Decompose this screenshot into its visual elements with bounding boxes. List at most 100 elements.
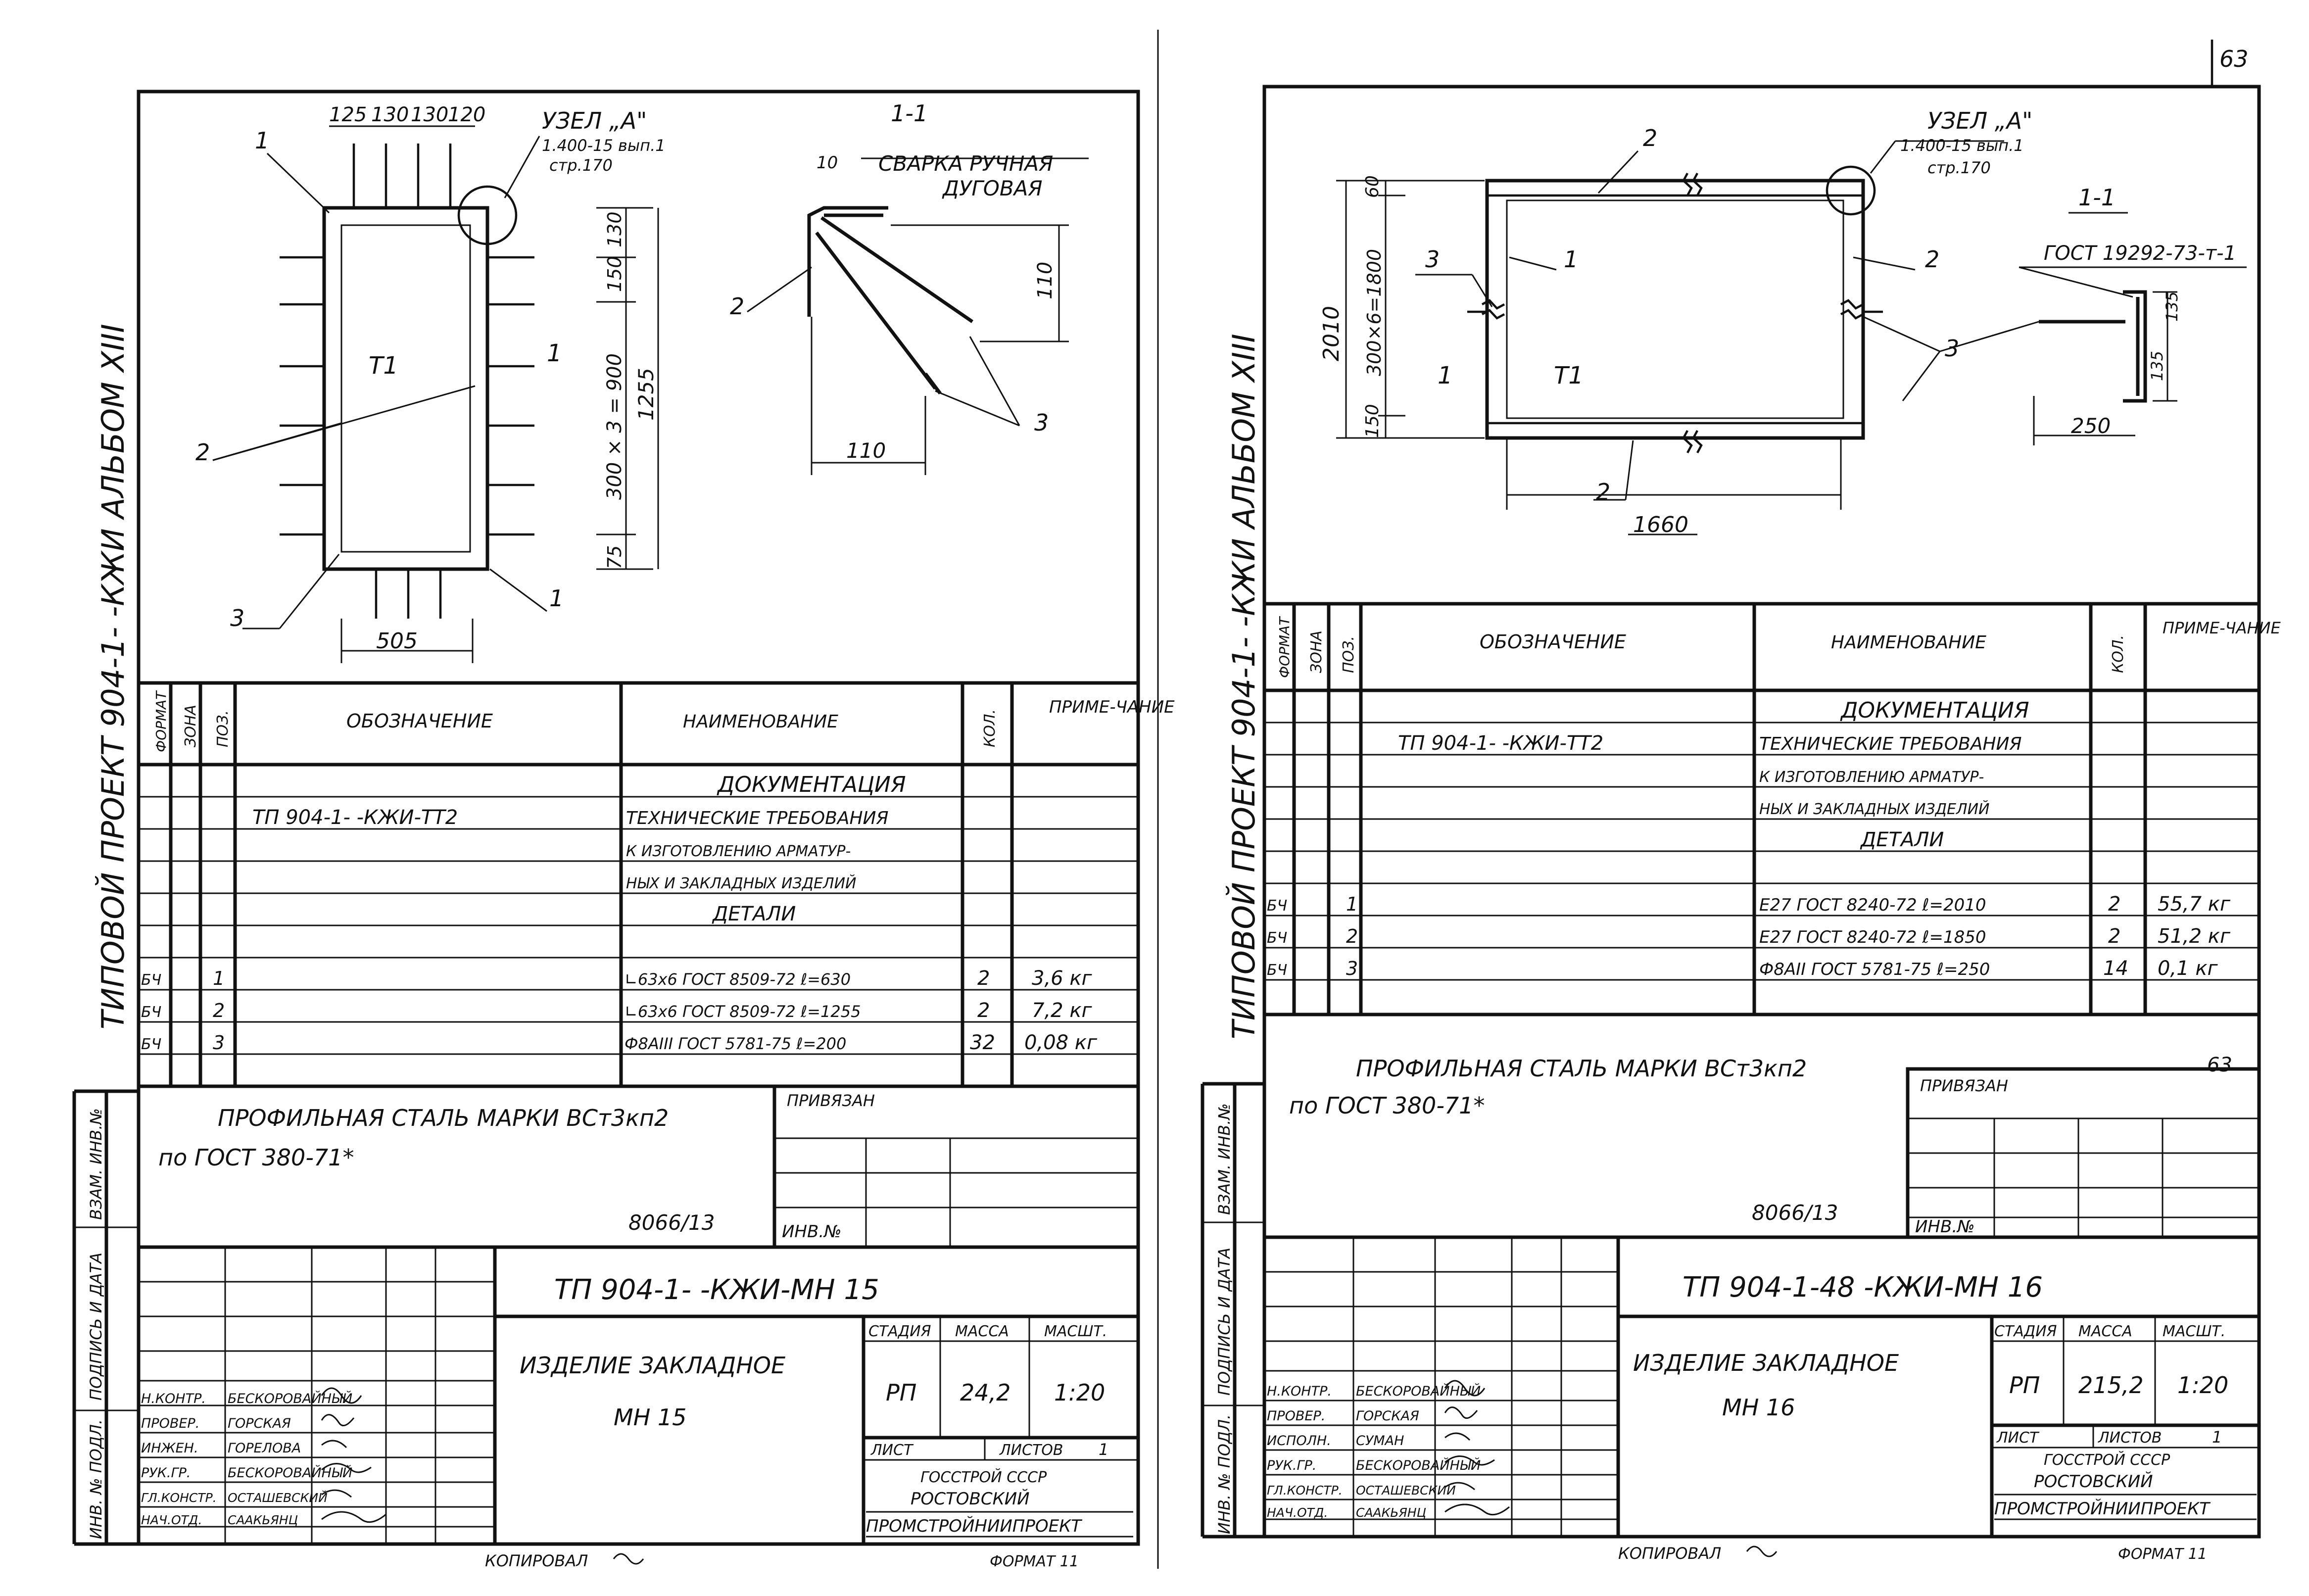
drawing-stroke — [1481, 299, 1505, 310]
left-stamp-title1-text: ИЗДЕЛИЕ ЗАКЛАДНОЕ — [520, 1352, 785, 1379]
right-table-rows-2-name-text: Ф8АII ГОСТ 5781-75 ℓ=250 — [1759, 960, 1990, 979]
left-stamp-sheets-text: 1 — [1099, 1440, 1108, 1459]
right-drawing-pos-1-text: 3 — [1425, 246, 1440, 273]
drawing-stroke — [820, 216, 973, 323]
left-table-doc-desig-text: ТП 904-1- -КЖИ-ТТ2 — [252, 806, 458, 829]
right-stamp-stage-h-text: СТАДИЯ — [1994, 1323, 2057, 1340]
right-table-rows-1-note-text: 51,2 кг — [2158, 925, 2231, 948]
right-stamp-sheets-text: 1 — [2212, 1428, 2222, 1447]
left-stamp-names-3-text: БЕСКОРОВАЙНЫЙ — [228, 1465, 352, 1481]
left-section-weld1-text: СВАРКА РУЧНАЯ — [878, 151, 1053, 176]
right-title-block: Н.КОНТР. ПРОВЕР. ИСПОЛН. РУК.ГР. ГЛ.КОНС… — [1264, 1235, 2259, 1537]
right-table-doc-lines-2-text: НЫХ И ЗАКЛАДНЫХ ИЗДЕЛИЙ — [1759, 800, 1989, 818]
left-drawing-dim-total-text: 1255 — [634, 368, 658, 421]
right-stamp-roles-5-text: НАЧ.ОТД. — [1267, 1505, 1328, 1520]
right-stamp-names-1-text: ГОРСКАЯ — [1356, 1408, 1419, 1424]
left-stamp-roles-4-text: ГЛ.КОНСТР. — [141, 1491, 217, 1505]
left-drawing-dims-top-0-text: 125 — [329, 103, 367, 126]
right-table-rows-0-pos-text: 1 — [1346, 893, 1358, 915]
right-stamp-mass-text: 215,2 — [2078, 1372, 2144, 1399]
right-drawing-node-ref2-text: стр.170 — [1927, 158, 1991, 177]
left-stamp-org3-text: ПРОМСТРОЙНИИПРОЕКТ — [866, 1516, 1082, 1536]
left-section-1-1: 1-1 СВАРКА РУЧНАЯ ДУГОВАЯ 10 110 110 2 — [730, 100, 1089, 475]
right-stamp-roles-2-text: ИСПОЛН. — [1267, 1433, 1331, 1449]
drawing-stroke — [1870, 141, 1896, 174]
left-side-stamps-0-text: ИНВ. № ПОДЛ. — [87, 1419, 105, 1539]
left-drawing-cut-mark-text: 1 — [547, 339, 562, 367]
left-drawing-node-ref2-text: стр.170 — [549, 156, 613, 175]
right-format: ФОРМАТ 11 — [2118, 1546, 2207, 1563]
left-drawing-pos-1-text: 2 — [195, 439, 210, 466]
left-drawing-pos-2-text: 3 — [230, 605, 244, 631]
right-stamp-org3-text: ПРОМСТРОЙНИИПРОЕКТ — [1994, 1499, 2211, 1519]
left-table-doc-lines-1-text: К ИЗГОТОВЛЕНИЮ АРМАТУР- — [626, 843, 851, 860]
left-sheet: ТИПОВОЙ ПРОЕКТ 904-1- -КЖИ АЛЬБОМ XIII — [72, 90, 1175, 1570]
right-stamp-title1-text: ИЗДЕЛИЕ ЗАКЛАДНОЕ — [1633, 1350, 1899, 1376]
left-table-h-name-text: НАИМЕНОВАНИЕ — [683, 712, 838, 732]
right-stamp-names-2-text: СУМАН — [1356, 1433, 1404, 1449]
left-stamp-org2-text: РОСТОВСКИЙ — [911, 1489, 1030, 1509]
left-table-rows-2-name-text: Ф8АIII ГОСТ 5781-75 ℓ=200 — [625, 1034, 846, 1053]
drawing-stroke — [1471, 274, 1493, 307]
drawing-stroke — [924, 372, 942, 395]
right-table-h-pos-text: ПОЗ. — [1340, 636, 1357, 673]
left-stamp-roles-2-text: ИНЖЕН. — [141, 1441, 198, 1456]
left-stamp-scale-h-text: МАСШТ. — [1044, 1323, 1107, 1340]
right-table-h-note-text: ПРИМЕ-ЧАНИЕ — [2163, 619, 2281, 637]
drawing-stroke — [1597, 150, 1639, 194]
left-stamp-names-5-text: СААКЬЯНЦ — [228, 1513, 298, 1527]
drawing-stroke — [1682, 430, 1693, 454]
right-drawing-t1-text: Т1 — [1554, 362, 1584, 389]
drawing-stroke — [1840, 299, 1864, 310]
right-copied: КОПИРОВАЛ — [1618, 1544, 1721, 1563]
left-project-code: ТП 904-1- -КЖИ-МН 15 — [554, 1274, 879, 1306]
right-side-stamps-1-text: ПОДПИСЬ И ДАТА — [1215, 1248, 1234, 1396]
left-table-details-title-text: ДЕТАЛИ — [712, 903, 796, 925]
left-stamp-names-4-text: ОСТАШЕВСКИЙ — [228, 1491, 328, 1505]
right-plan-drawing: УЗЕЛ „А" 1.400-15 вып.1 стр.170 60 300×6… — [1319, 107, 2039, 537]
drawing-stroke — [1506, 199, 1844, 419]
left-privyazan-text: ПРИВЯЗАН — [787, 1091, 875, 1110]
right-note-1: ПРОФИЛЬНАЯ СТАЛЬ МАРКИ ВСт3кп2 — [1356, 1055, 1807, 1082]
left-table-rows-1-qty-text: 2 — [977, 999, 990, 1022]
left-stamp-mass-text: 24,2 — [960, 1379, 1010, 1406]
right-table-details-title-text: ДЕТАЛИ — [1860, 828, 1944, 851]
right-stamp-names-3-text: БЕСКОРОВАЙНЫЙ — [1356, 1457, 1481, 1473]
left-inv-no-text: ИНВ.№ — [782, 1222, 842, 1242]
right-table-rows-0-qty-text: 2 — [2108, 893, 2120, 916]
left-side-title: ТИПОВОЙ ПРОЕКТ 904-1- -КЖИ АЛЬБОМ XIII — [95, 324, 131, 1029]
left-table-rows-2-qty-text: 32 — [970, 1031, 995, 1054]
left-title-block: Н.КОНТР. ПРОВЕР. ИНЖЕН. РУК.ГР. ГЛ.КОНСТ… — [139, 1245, 1138, 1544]
drawing-stroke — [279, 554, 340, 629]
right-side-title: ТИПОВОЙ ПРОЕКТ 904-1- -КЖИ АЛЬБОМ XIII — [1225, 334, 1262, 1039]
right-section-dim135a-text: 135 — [2163, 291, 2181, 322]
left-note-2: по ГОСТ 380-71* — [158, 1144, 354, 1171]
left-note-1: ПРОФИЛЬНАЯ СТАЛЬ МАРКИ ВСт3кп2 — [218, 1105, 669, 1131]
left-privyazan-block: ПРИВЯЗАН ИНВ.№ — [772, 1084, 1140, 1249]
left-signatures — [321, 1387, 386, 1523]
right-table-rows-2-fmt-text: БЧ — [1267, 962, 1287, 979]
left-drawing-node-ref1-text: 1.400-15 вып.1 — [542, 136, 666, 155]
right-spec-table: ФОРМАТ ЗОНА ПОЗ. ОБОЗНАЧЕНИЕ НАИМЕНОВАНИ… — [1264, 602, 2281, 1016]
right-drawing-pos-0-text: 2 — [1643, 125, 1657, 151]
right-table-rows-0-note-text: 55,7 кг — [2158, 893, 2231, 916]
left-drawing-pos-0-text: 1 — [255, 127, 269, 154]
right-inv-no-text: ИНВ.№ — [1915, 1217, 1975, 1237]
left-table-rows-0-name-text: ∟63x6 ГОСТ 8509-72 ℓ=630 — [625, 970, 851, 989]
right-drawing-dim-total-text: 2010 — [1319, 306, 1344, 361]
left-table-h-pos-text: ПОЗ. — [214, 710, 232, 747]
left-table-rows-1-name-text: ∟63x6 ГОСТ 8509-72 ℓ=1255 — [625, 1002, 861, 1021]
right-drawing-dim150-text: 150 — [1362, 404, 1383, 438]
left-frame — [137, 90, 1140, 1546]
right-drawing-pos-4-text: 2 — [1596, 479, 1610, 505]
left-table-h-desig-text: ОБОЗНАЧЕНИЕ — [346, 710, 493, 732]
right-sheet: ТИПОВОЙ ПРОЕКТ 904-1- -КЖИ АЛЬБОМ XIII У… — [1201, 85, 2281, 1563]
drawing-stroke — [489, 568, 547, 612]
left-stamp-scale-text: 1:20 — [1054, 1379, 1105, 1406]
drawing-stroke — [1509, 256, 1557, 271]
right-project-code: ТП 904-1-48 -КЖИ-МН 16 — [1683, 1271, 2043, 1304]
right-stamp-scale-text: 1:20 — [2177, 1372, 2228, 1399]
right-stamp-roles-0-text: Н.КОНТР. — [1267, 1384, 1332, 1399]
right-node-a-circle — [1826, 165, 1876, 216]
